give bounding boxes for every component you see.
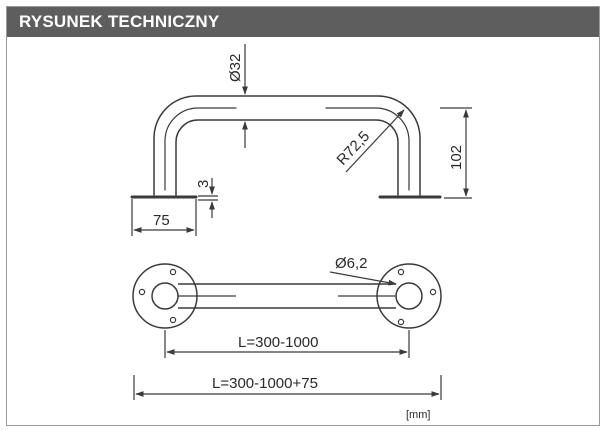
right-tube-section [395,282,423,310]
right-hole-top [397,268,405,276]
handle-outer-contour [153,95,421,196]
hole-leader [329,271,397,286]
right-hole-bottom [397,318,405,326]
length-dimension [164,330,410,358]
height-label: 102 [448,145,465,170]
right-hole-right [429,288,437,296]
page-title: RYSUNEK TECHNICZNY [19,12,220,31]
header-bar: RYSUNEK TECHNICZNY [7,7,599,37]
left-tube-section [151,282,179,310]
radius-label: R72,5 [333,128,373,169]
total-length-dimension [133,375,442,400]
unit-label: [mm] [406,409,430,421]
drawing-frame: RYSUNEK TECHNICZNY [6,6,600,426]
top-view [132,263,442,329]
radius-leader [345,109,405,173]
length-label: L=300-1000 [238,334,319,351]
height-dimension [440,107,472,199]
handle-inner-contour [175,119,399,196]
base-width-label: 75 [153,212,170,229]
base-width-dimension [131,199,197,236]
thickness-label: 3 [195,180,212,188]
left-hole-top [169,268,177,276]
left-hole-left [138,288,146,296]
hole-diameter-label: Ø6,2 [335,255,368,272]
total-length-label: L=300-1000+75 [212,375,318,392]
thickness-dimension [198,178,218,218]
side-view [130,95,442,199]
left-hole-bottom [169,316,177,324]
diameter-label: Ø32 [227,54,244,82]
